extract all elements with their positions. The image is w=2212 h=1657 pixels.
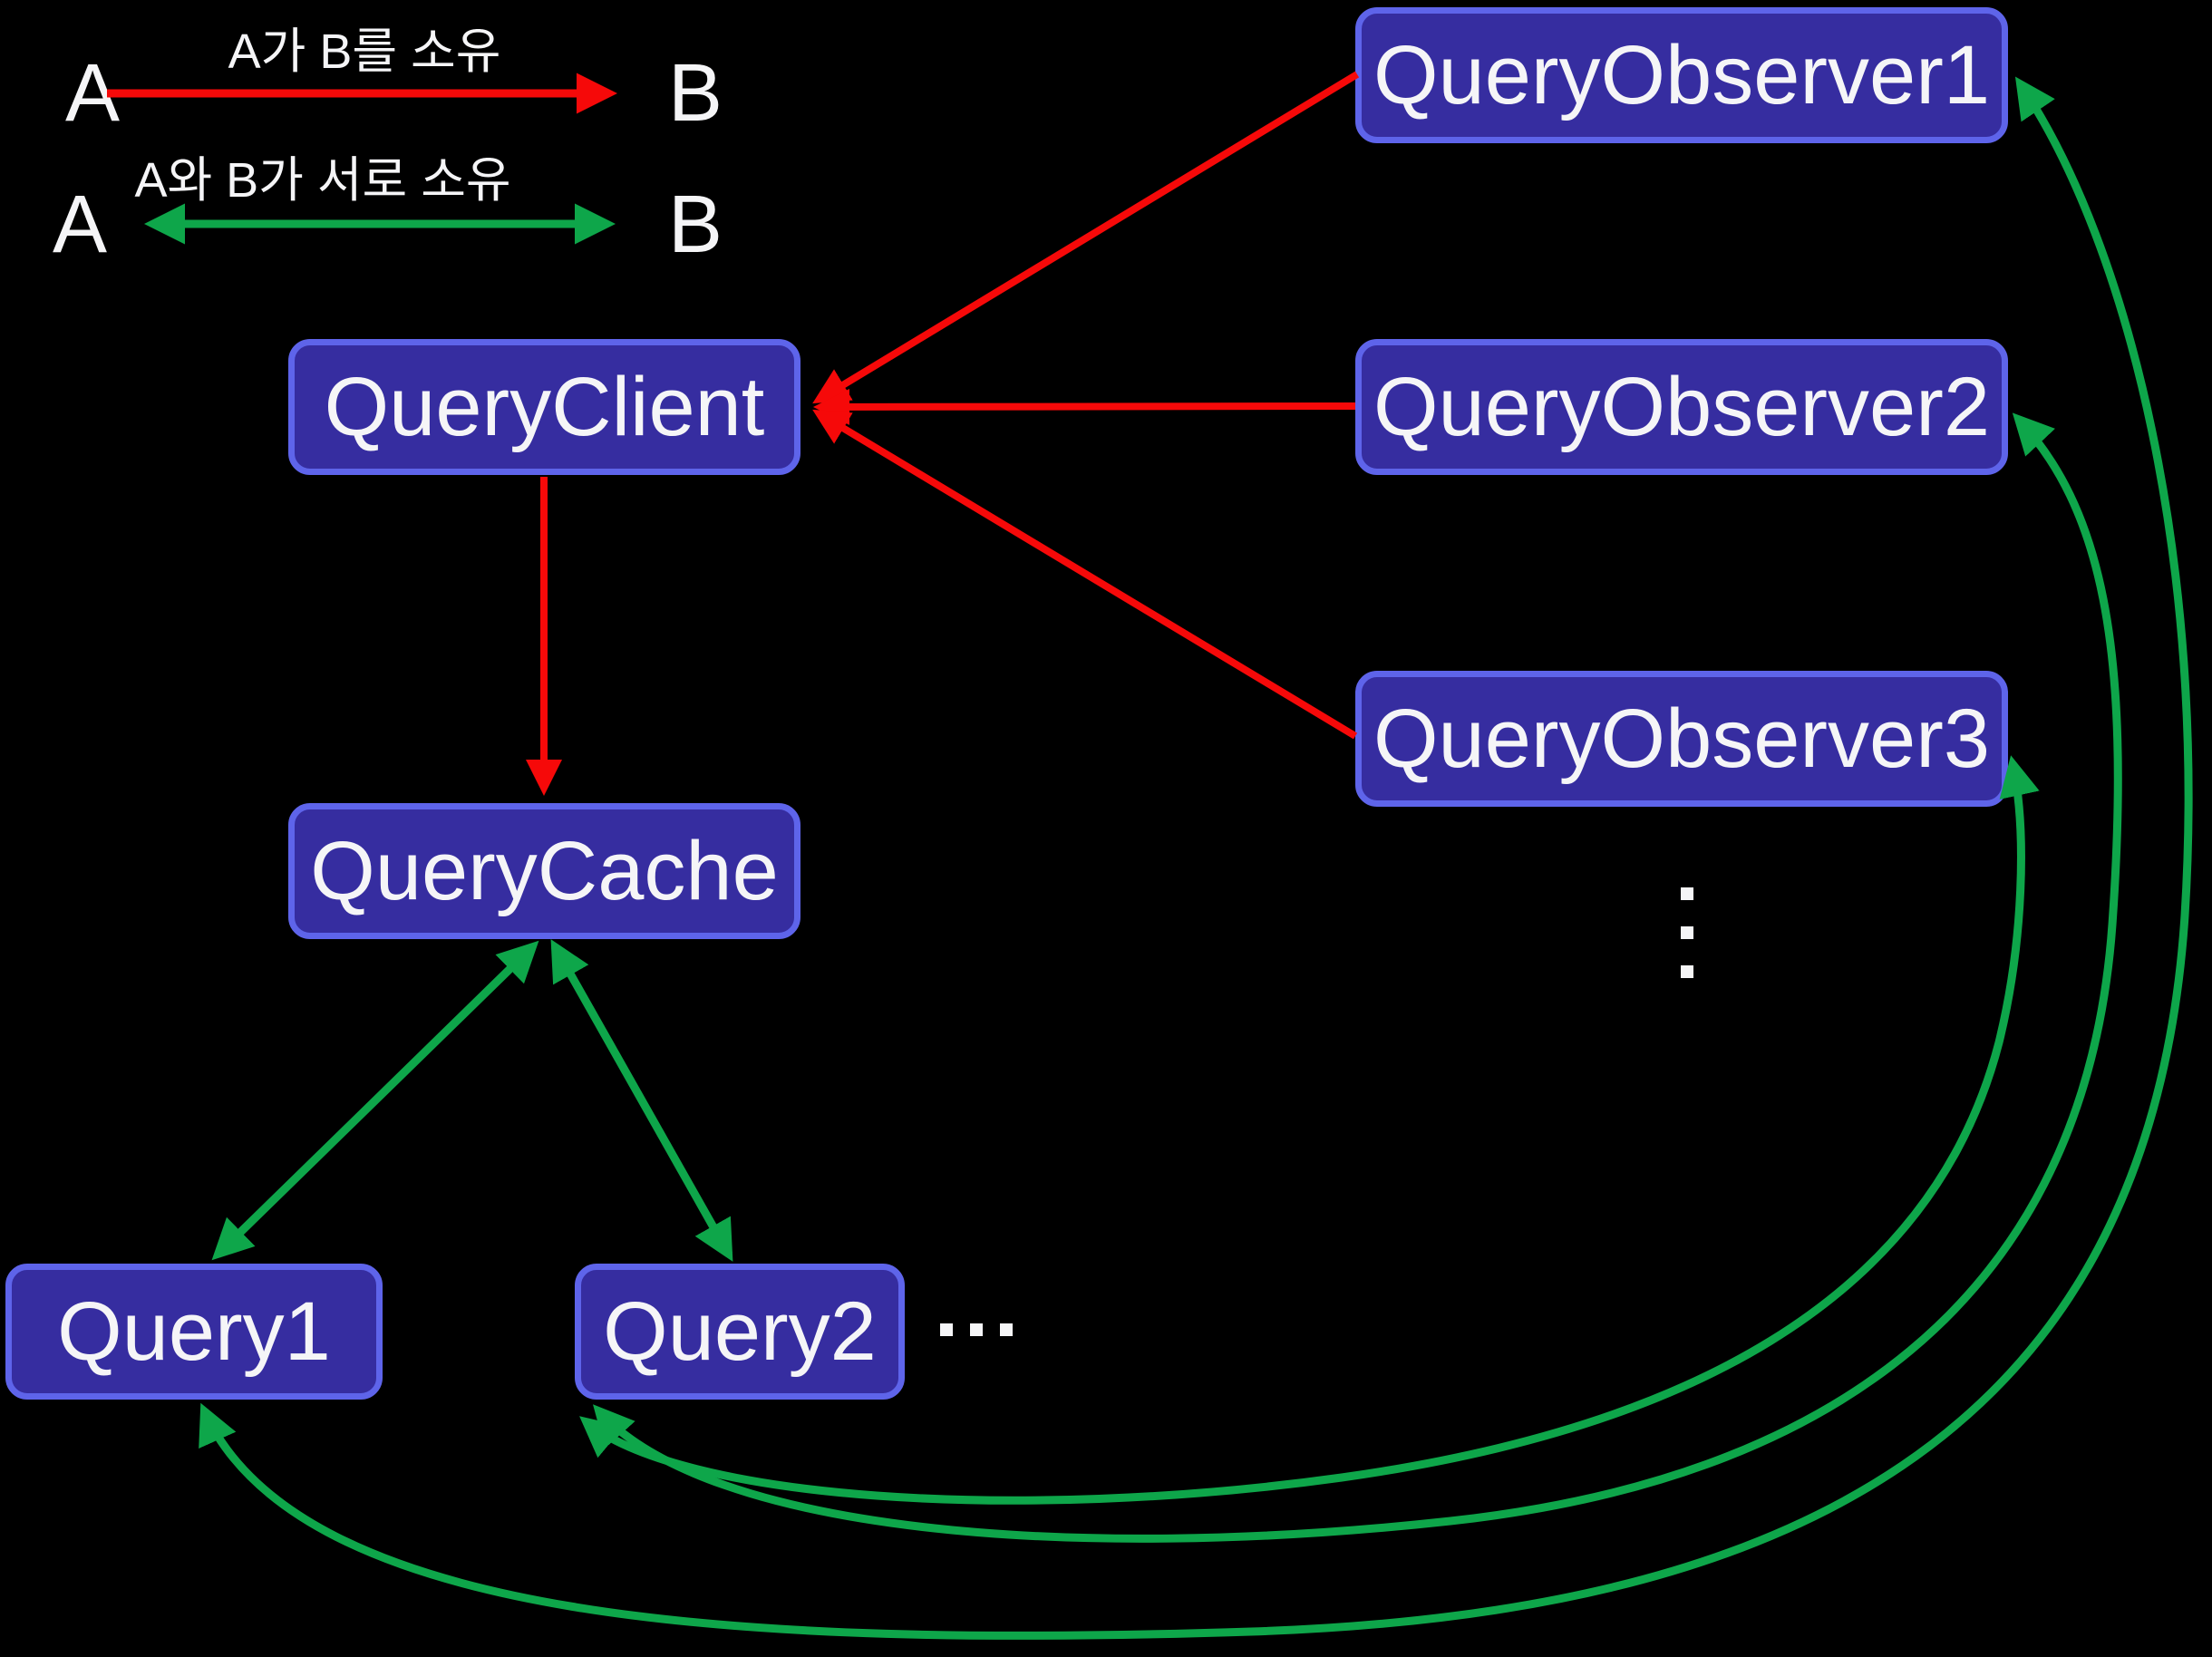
node-querycache: QueryCache	[288, 803, 800, 939]
ellipsis-dot	[1681, 926, 1693, 939]
legend-owns-label: A가 B를 소유	[228, 24, 501, 79]
node-queryobserver1: QueryObserver1	[1355, 7, 2008, 143]
legend-owns-from-label: A	[65, 48, 121, 139]
legend-mutual-from-label: A	[53, 179, 108, 270]
edge-observer1-owns-client	[812, 71, 1360, 404]
ellipsis-dot	[1681, 965, 1693, 978]
edge-observer2-owns-client	[813, 388, 1356, 425]
node-queryobserver3: QueryObserver3	[1355, 671, 2008, 807]
legend-mutual-label: A와 B가 서로 소유	[134, 153, 511, 208]
ellipsis-dot	[970, 1323, 983, 1336]
legend-owns-to-label: B	[668, 48, 723, 139]
node-query1: Query1	[5, 1264, 383, 1400]
ellipsis-dot	[940, 1323, 953, 1336]
node-query2: Query2	[575, 1264, 905, 1400]
legend-mutual-to-label: B	[668, 179, 723, 270]
ellipsis-dot	[1000, 1323, 1013, 1336]
edge-observer3-owns-client	[812, 409, 1358, 740]
node-queryclient: QueryClient	[288, 339, 800, 475]
edge-cache-mutual-query1	[211, 940, 539, 1261]
edge-cache-mutual-query2	[550, 939, 733, 1262]
ellipsis-dot	[1681, 887, 1693, 900]
node-queryobserver2: QueryObserver2	[1355, 339, 2008, 475]
